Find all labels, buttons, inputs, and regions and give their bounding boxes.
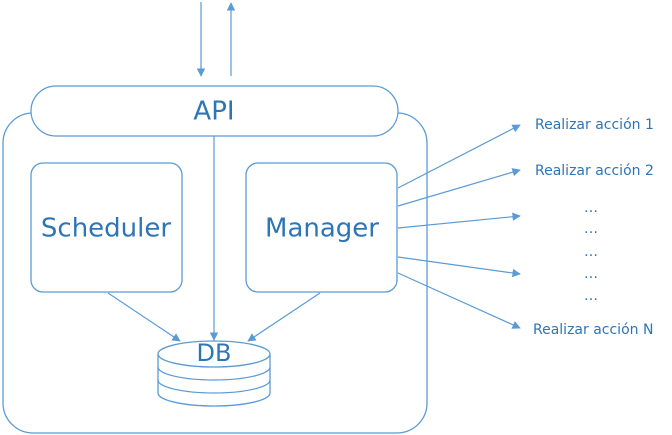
action-arrow-3 bbox=[397, 212, 521, 229]
action-arrow-1 bbox=[397, 124, 521, 189]
manager-node bbox=[245, 162, 398, 293]
action-ellipsis-5: … bbox=[584, 288, 598, 304]
scheduler-to-db-arrow bbox=[107, 292, 181, 342]
action-arrow-2 bbox=[397, 168, 521, 207]
api-label: API bbox=[193, 97, 234, 127]
action-arrow-4 bbox=[397, 256, 521, 278]
action-ellipsis-4: … bbox=[584, 266, 598, 282]
db-node bbox=[157, 340, 271, 407]
action-label-n: Realizar acción N bbox=[533, 322, 653, 338]
scheduler-node bbox=[30, 162, 183, 293]
action-label-2: Realizar acción 2 bbox=[535, 163, 654, 179]
action-ellipsis-3: … bbox=[584, 244, 598, 260]
scheduler-label: Scheduler bbox=[41, 214, 171, 244]
action-ellipsis-1: … bbox=[584, 200, 598, 216]
action-ellipsis-2: … bbox=[584, 221, 598, 237]
db-label: DB bbox=[197, 339, 232, 367]
action-label-1: Realizar acción 1 bbox=[535, 117, 654, 133]
action-arrow-n bbox=[397, 272, 521, 329]
manager-label: Manager bbox=[265, 214, 379, 244]
manager-to-db-arrow bbox=[247, 292, 321, 342]
